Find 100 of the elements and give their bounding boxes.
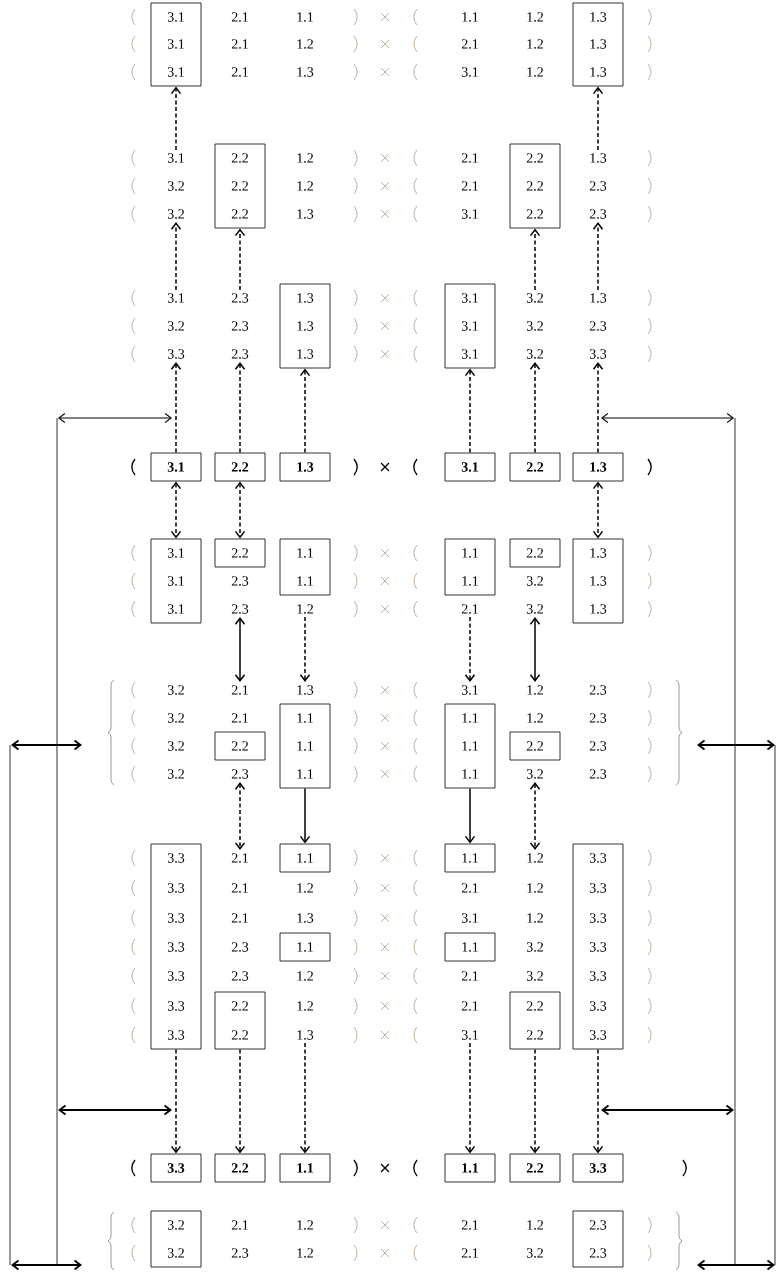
number-box: 3.3 3.3 3.3 3.3 3.3 3.3 3.3 — [572, 843, 624, 1050]
number-box: 2.2 2.2 — [509, 991, 561, 1050]
number: 1.2 — [297, 971, 313, 981]
number-box: 1.1 — [279, 843, 331, 873]
number-box: 1.1 1.1 — [444, 538, 496, 596]
number: 2.1 — [231, 67, 248, 77]
dashed-arrow — [592, 86, 604, 151]
number: 2.1 — [231, 12, 248, 22]
number-box: 2.2 — [214, 538, 266, 568]
number-box: 3.3 — [150, 1153, 202, 1183]
number-box: 2.2 — [214, 1153, 266, 1183]
number: 3.2 — [167, 769, 184, 779]
number: 3.1 — [461, 913, 478, 923]
number-box: 2.3 2.3 — [572, 1210, 624, 1268]
number-box: 1.1 — [444, 1153, 496, 1183]
number: 2.1 — [461, 1001, 478, 1011]
number: 3.2 — [167, 321, 184, 331]
dashed-arrow — [234, 1048, 246, 1154]
number: 2.3 — [231, 576, 249, 586]
dashed-arrow — [592, 1048, 604, 1154]
number: 1.3 — [590, 293, 607, 303]
number-box: 2.2 2.2 2.2 — [214, 143, 266, 229]
number: 1.2 — [297, 604, 313, 614]
arrow — [464, 787, 476, 844]
number: 1.2 — [297, 153, 313, 163]
dashed-arrow — [170, 221, 182, 291]
number: 2.1 — [461, 1248, 478, 1258]
number: 2.1 — [231, 713, 248, 723]
dashed-arrow — [592, 481, 604, 539]
number: 2.1 — [231, 883, 248, 893]
number-box: 3.1 3.1 3.1 — [150, 538, 202, 624]
dashed-arrow — [299, 616, 311, 683]
number-box: 1.3 1.3 1.3 — [572, 538, 624, 624]
dashed-arrow — [234, 228, 246, 291]
number-box: 1.3 — [572, 452, 624, 482]
number: 2.3 — [231, 321, 249, 331]
number: 3.3 — [167, 349, 185, 359]
dashed-arrow — [170, 86, 182, 151]
dashed-arrow — [170, 481, 182, 539]
number-box: 1.1 — [279, 932, 331, 962]
number-box: 3.1 — [150, 452, 202, 482]
number: 1.2 — [297, 39, 313, 49]
number: 2.3 — [231, 769, 249, 779]
dashed-arrow — [234, 361, 246, 454]
arrow — [234, 616, 246, 683]
number: 1.2 — [527, 883, 543, 893]
number: 3.2 — [167, 209, 184, 219]
number: 1.2 — [297, 1001, 313, 1011]
number-box: 1.1 — [279, 1153, 331, 1183]
number: 3.2 — [167, 181, 184, 191]
number: 2.3 — [231, 349, 249, 359]
dashed-arrow — [529, 1048, 541, 1154]
number: 2.1 — [461, 971, 478, 981]
number: 2.3 — [231, 604, 249, 614]
number: 3.2 — [526, 769, 543, 779]
number-box: 2.2 — [509, 452, 561, 482]
dashed-arrow — [464, 1042, 476, 1154]
number: 3.2 — [167, 741, 184, 751]
number: 2.1 — [461, 39, 478, 49]
dashed-arrow — [170, 1048, 182, 1154]
number-box: 2.2 2.2 — [214, 991, 266, 1050]
number: 3.1 — [461, 1030, 478, 1040]
number: 2.3 — [589, 181, 607, 191]
number: 2.1 — [461, 153, 478, 163]
number: 1.3 — [297, 913, 314, 923]
number-box: 1.3 1.3 1.3 — [279, 283, 331, 369]
number: 3.1 — [461, 209, 478, 219]
number: 1.3 — [297, 209, 314, 219]
number: 3.2 — [526, 604, 543, 614]
number: 1.3 — [297, 685, 314, 695]
number: 1.2 — [527, 685, 543, 695]
number-box: 1.3 — [279, 452, 331, 482]
number-box: 3.1 3.1 3.1 — [444, 283, 496, 369]
number: 2.1 — [231, 1220, 248, 1230]
number: 3.2 — [526, 576, 543, 586]
number-box: 2.2 — [214, 452, 266, 482]
number: 3.2 — [526, 971, 543, 981]
number: 3.2 — [526, 1248, 543, 1258]
dashed-arrow — [234, 781, 246, 851]
number: 1.1 — [462, 12, 478, 22]
number-box: 2.2 — [509, 731, 561, 761]
number: 2.3 — [589, 769, 607, 779]
number-box: 1.3 1.3 1.3 — [572, 2, 624, 87]
number: 2.3 — [231, 293, 249, 303]
number-box: 3.1 — [444, 452, 496, 482]
number: 3.3 — [589, 349, 607, 359]
number: 2.1 — [461, 604, 478, 614]
number: 3.1 — [461, 67, 478, 77]
dashed-arrow — [464, 368, 476, 454]
arrow — [299, 787, 311, 844]
dashed-arrow — [299, 1042, 311, 1154]
number: 1.3 — [590, 153, 607, 163]
number: 1.3 — [297, 1030, 314, 1040]
number-box: 3.3 3.3 3.3 3.3 3.3 3.3 3.3 — [150, 843, 202, 1050]
number: 3.2 — [526, 293, 543, 303]
dashed-arrow — [529, 228, 541, 291]
number: 3.2 — [167, 713, 184, 723]
number: 1.2 — [297, 883, 313, 893]
number: 2.1 — [231, 39, 248, 49]
number-box: 2.2 — [509, 1153, 561, 1183]
